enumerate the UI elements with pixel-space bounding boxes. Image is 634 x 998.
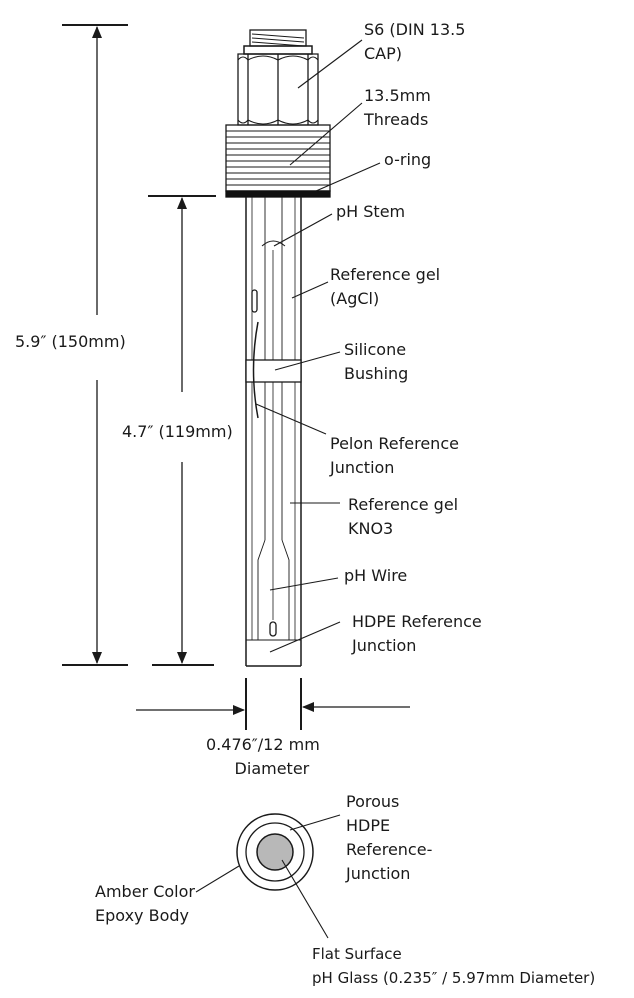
pelon-reference-junction — [252, 321, 259, 419]
electrode-stem — [245, 197, 302, 667]
o-ring — [225, 190, 331, 198]
ph-wire-label: pH Wire — [344, 566, 408, 585]
leader-lines — [195, 39, 381, 939]
ph-stem-label: pH Stem — [336, 202, 406, 221]
diameter-dimension — [136, 678, 410, 730]
reference-gel-agcl-label: Reference gel(AgCl) — [330, 265, 441, 308]
s6-cap-connector — [237, 29, 319, 126]
o-ring-label: o-ring — [384, 150, 432, 169]
stem-length-dimension — [148, 195, 216, 666]
13-5mm-threads — [225, 124, 331, 192]
overall-length-dimension — [62, 24, 128, 666]
silicone-bushing — [245, 359, 302, 383]
probe-end-view — [236, 813, 314, 891]
stem-length-label: 4.7″ (119mm) — [122, 422, 233, 441]
overall-length-label: 5.9″ (150mm) — [15, 332, 126, 351]
